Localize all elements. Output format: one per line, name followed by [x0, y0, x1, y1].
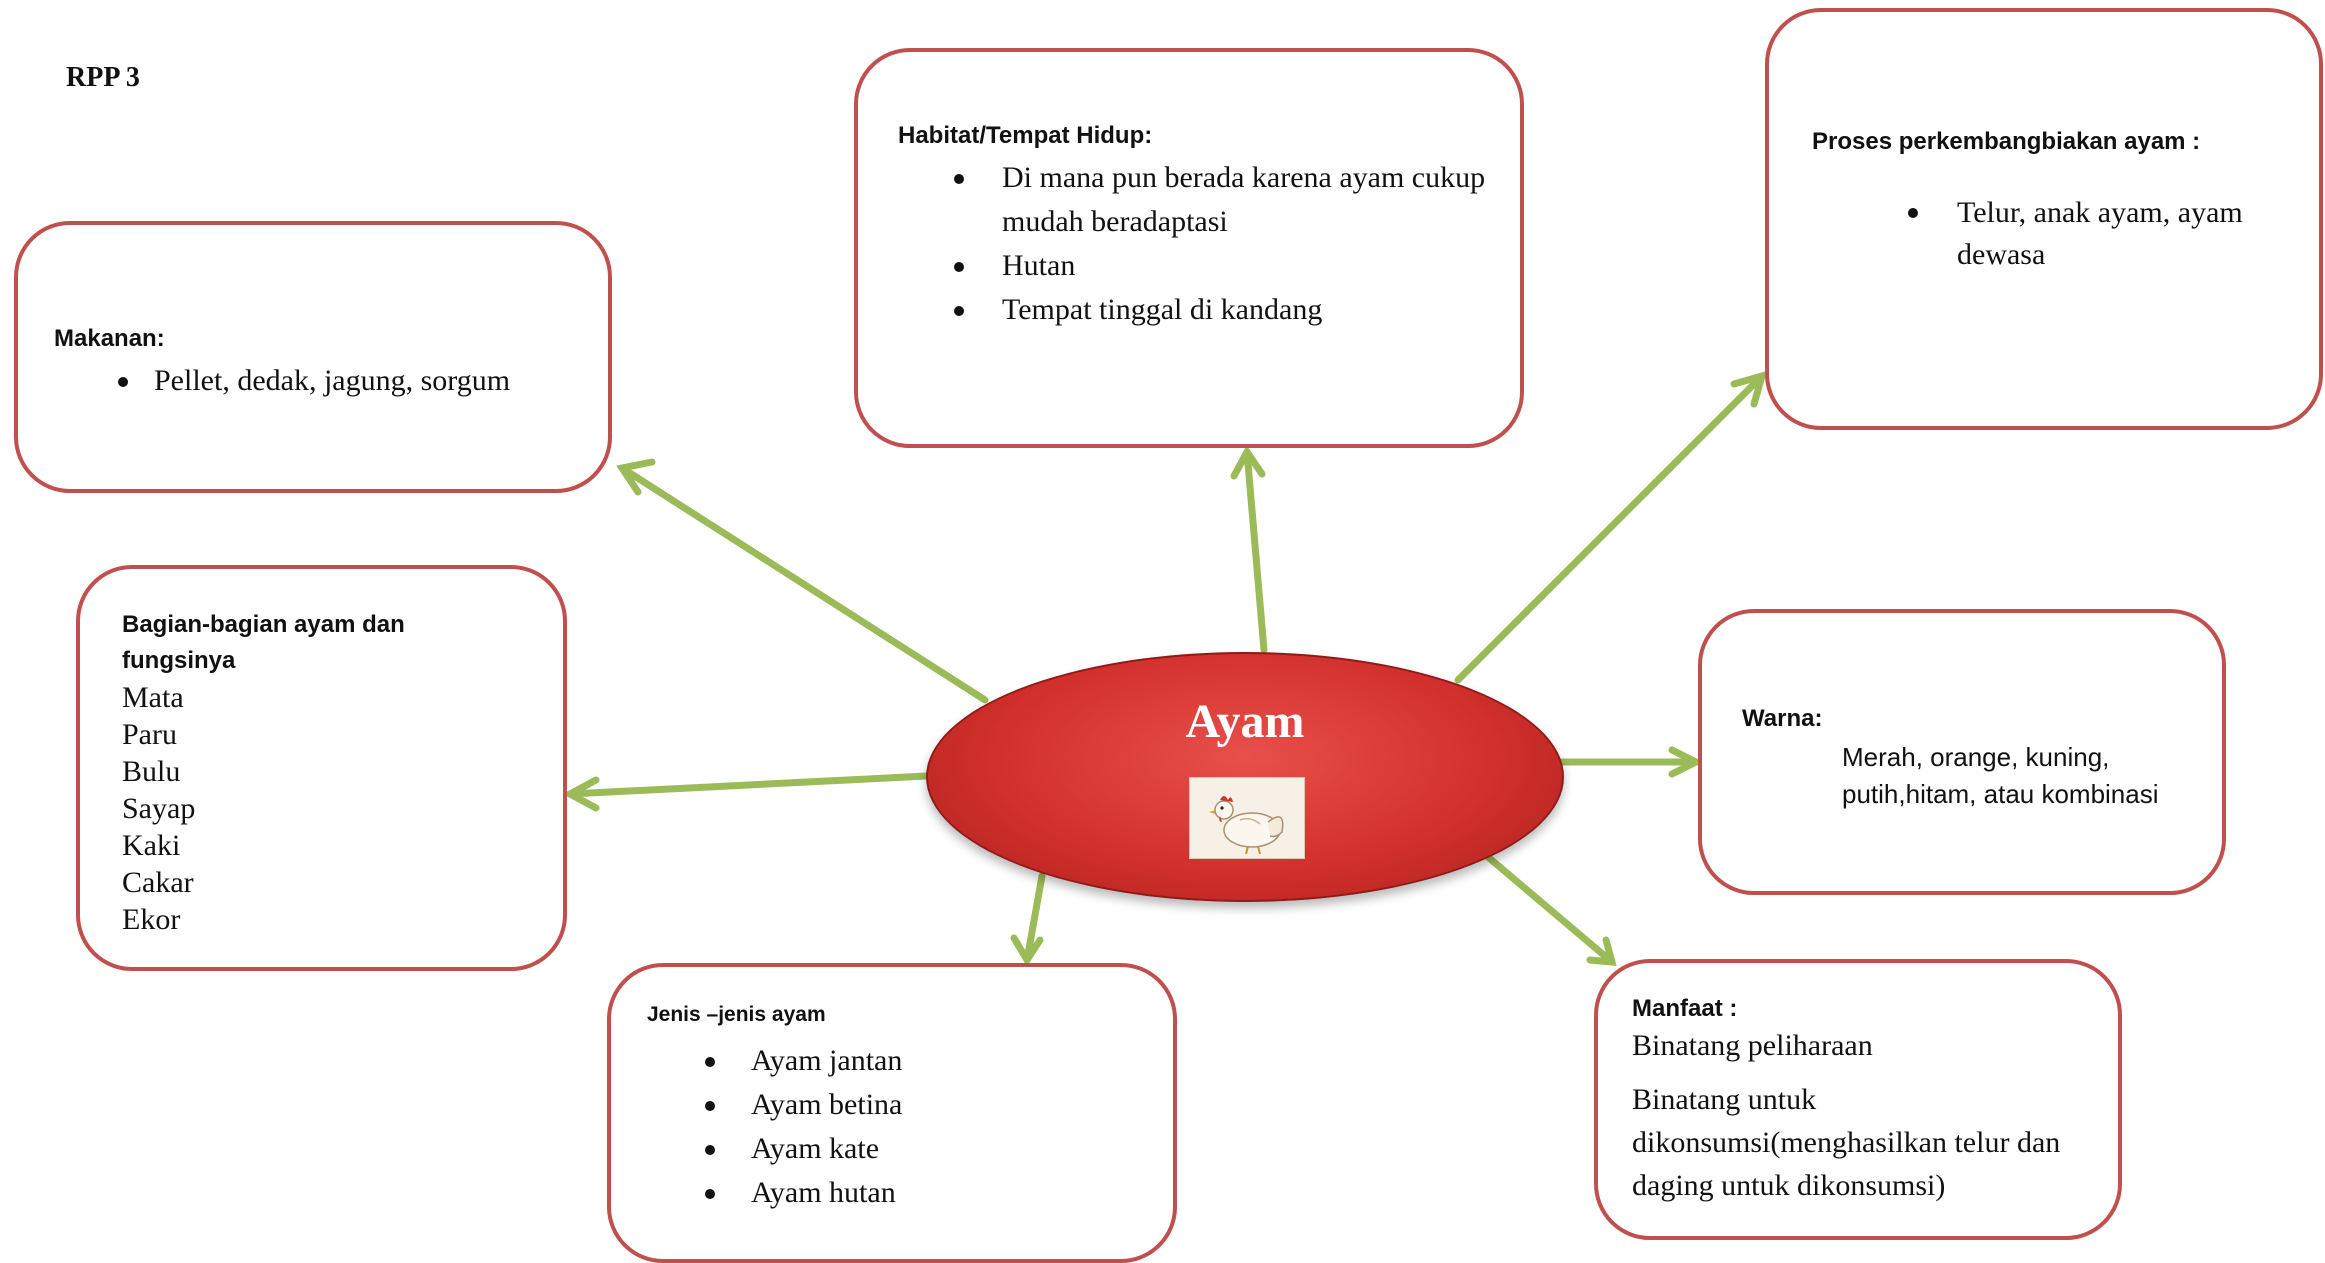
node-heading: Jenis –jenis ayam: [647, 1003, 826, 1026]
node-bagian: Bagian-bagian ayam dan fungsinya Mata Pa…: [76, 565, 567, 971]
node-jenis: Jenis –jenis ayam Ayam jantan Ayam betin…: [607, 963, 1177, 1263]
text-line: Kaki: [122, 829, 181, 862]
list-item: Di mana pun berada karena ayam cukup mud…: [898, 156, 1520, 244]
list-item: Tempat tinggal di kandang: [898, 288, 1520, 332]
arrowhead-makanan: [616, 458, 656, 496]
page-label: RPP 3: [66, 62, 140, 93]
arrowhead-bagian: [562, 776, 600, 812]
bullet-list: Ayam jantan Ayam betina Ayam kate Ayam h…: [647, 1039, 1173, 1215]
node-heading: Warna:: [1742, 705, 1823, 732]
node-paragraph: Binatang untuk dikonsumsi(menghasilkan t…: [1632, 1083, 2061, 1202]
center-node: Ayam: [926, 652, 1564, 902]
node-makanan: Makanan: Pellet, dedak, jagung, sorgum: [14, 221, 612, 493]
bullet-list: Pellet, dedak, jagung, sorgum: [108, 359, 608, 403]
node-heading: Habitat/Tempat Hidup:: [898, 122, 1153, 149]
node-text: Merah, orange, kuning, putih,hitam, atau…: [1842, 742, 2159, 809]
arrow-to-manfaat: [1484, 853, 1616, 966]
node-heading: Makanan:: [54, 325, 165, 352]
arrowhead-proses: [1730, 370, 1768, 408]
arrow-to-habitat: [1243, 448, 1268, 654]
text-line: Paru: [122, 718, 177, 751]
node-heading: Proses perkembangbiakan ayam :: [1812, 128, 2201, 155]
bullet-list: Di mana pun berada karena ayam cukup mud…: [898, 156, 1520, 332]
text-line: Bulu: [122, 755, 181, 788]
list-item: Telur, anak ayam, ayam dewasa: [1812, 192, 2319, 276]
node-warna: Warna: Merah, orange, kuning, putih,hita…: [1698, 609, 2226, 895]
bullet-list: Telur, anak ayam, ayam dewasa: [1812, 192, 2319, 276]
text-line: Cakar: [122, 866, 194, 899]
text-line: Sayap: [122, 792, 196, 825]
text-line: Ekor: [122, 903, 181, 936]
node-manfaat: Manfaat : Binatang peliharaan Binatang u…: [1594, 959, 2122, 1240]
node-heading: Bagian-bagian ayam dan fungsinya: [122, 611, 405, 674]
chicken-icon: [1189, 777, 1305, 859]
arrowhead-warna: [1668, 746, 1704, 778]
arrow-to-proses: [1454, 372, 1766, 684]
list-item: Pellet, dedak, jagung, sorgum: [108, 359, 608, 403]
list-item: Ayam hutan: [647, 1171, 1173, 1215]
text-line: Mata: [122, 681, 184, 714]
node-proses: Proses perkembangbiakan ayam : Telur, an…: [1765, 8, 2323, 430]
node-heading: Manfaat :: [1632, 995, 1738, 1022]
node-habitat: Habitat/Tempat Hidup: Di mana pun berada…: [854, 48, 1524, 448]
list-item: Ayam jantan: [647, 1039, 1173, 1083]
node-paragraph: Binatang peliharaan: [1632, 1029, 1873, 1062]
arrowhead-manfaat: [1586, 936, 1617, 966]
arrow-to-jenis: [1023, 872, 1046, 964]
list-item: Hutan: [898, 244, 1520, 288]
arrow-to-bagian: [566, 772, 930, 798]
list-item: Ayam betina: [647, 1083, 1173, 1127]
list-item: Ayam kate: [647, 1127, 1173, 1171]
arrowhead-habitat: [1230, 445, 1266, 480]
arrowhead-jenis: [1010, 934, 1044, 967]
arrow-to-makanan: [618, 464, 989, 704]
center-title: Ayam: [1185, 695, 1305, 748]
